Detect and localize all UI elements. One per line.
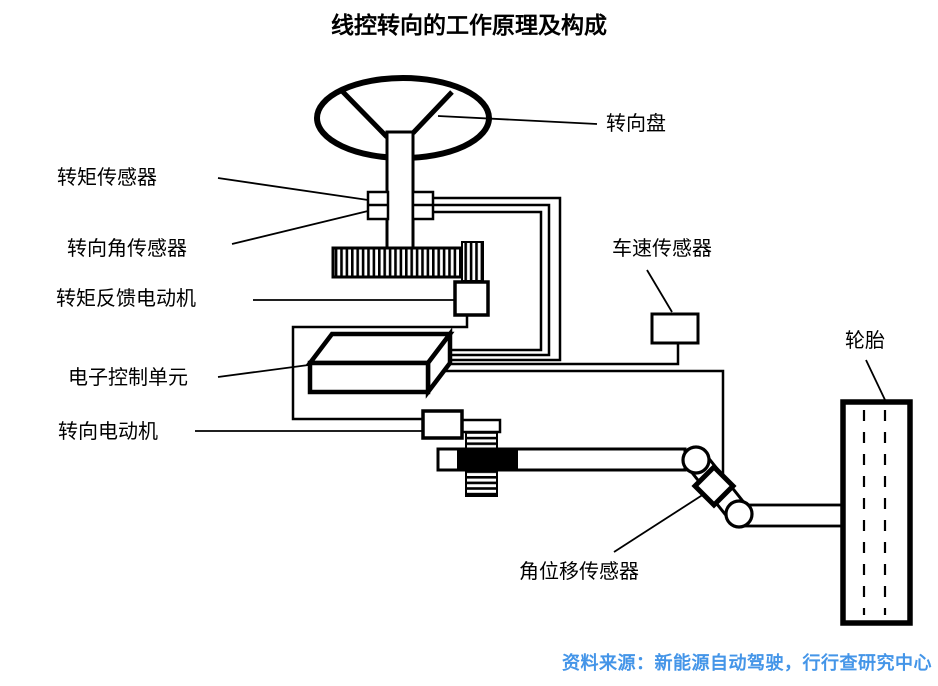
worm-gear-pinion	[461, 241, 484, 282]
rack-pinion-mesh	[457, 449, 518, 470]
angular-displacement-sensor-box	[691, 463, 737, 509]
steering-angle-sensor-leader	[231, 210, 369, 245]
motor-loop-wire	[291, 315, 469, 421]
wheel-spoke-left	[340, 89, 389, 139]
steering-motor-box	[421, 409, 464, 440]
steering-rack-assembly	[421, 409, 687, 497]
speed-sensor-leader	[646, 269, 673, 313]
angular-displacement-sensor-leader	[613, 493, 705, 553]
torque-sensor-leader	[217, 177, 369, 201]
label-steering-motor: 转向电动机	[58, 421, 158, 443]
diagram-title: 线控转向的工作原理及构成	[331, 12, 607, 38]
ecu-front-face	[307, 360, 431, 395]
torque-feedback-motor-box	[453, 280, 490, 317]
steering-wheel-leader	[437, 115, 598, 125]
tie-rod-assembly	[681, 445, 845, 529]
label-tire: 轮胎	[845, 330, 885, 352]
label-ecu: 电子控制单元	[68, 367, 188, 389]
ecu-to-joint-wire	[445, 369, 725, 474]
steering-wheel-graphic	[314, 75, 492, 252]
bus-wire-outer	[433, 196, 562, 362]
tie-rod	[744, 503, 845, 528]
bus-wire-middle	[433, 203, 551, 357]
leader-lines	[195, 115, 887, 553]
speed-sensor-box	[650, 312, 700, 345]
label-speed-sensor: 车速传感器	[612, 238, 712, 260]
label-torque-sensor: 转矩传感器	[57, 167, 157, 189]
label-steering-angle-sensor: 转向角传感器	[67, 238, 187, 260]
feedback-gear-assembly	[331, 241, 490, 317]
label-angular-displacement-sensor: 角位移传感器	[519, 561, 639, 583]
speed-sensor-wire	[447, 343, 680, 366]
pinion-gear-lower	[465, 468, 498, 497]
worm-gear-rack	[331, 246, 464, 279]
tire-outline	[840, 399, 913, 626]
column-sensor-block	[366, 190, 435, 221]
ecu-leader	[217, 363, 317, 378]
ball-joint-upper	[681, 445, 711, 475]
ball-joint-lower	[724, 499, 754, 529]
wiring-bus	[291, 196, 725, 474]
source-attribution: 资料来源：新能源自动驾驶，行行查研究中心	[562, 653, 932, 673]
ecu-box	[305, 327, 455, 399]
label-steering-wheel: 转向盘	[606, 113, 666, 135]
motor-shaft-stub	[460, 418, 502, 434]
steering-column	[385, 130, 415, 252]
pinion-gear-upper	[465, 431, 498, 451]
bus-wire-inner	[433, 210, 543, 352]
wheel-spoke-right	[411, 90, 454, 135]
label-torque-feedback-motor: 转矩反馈电动机	[56, 288, 196, 310]
tire-graphic	[840, 399, 913, 626]
tire-leader	[865, 359, 887, 403]
